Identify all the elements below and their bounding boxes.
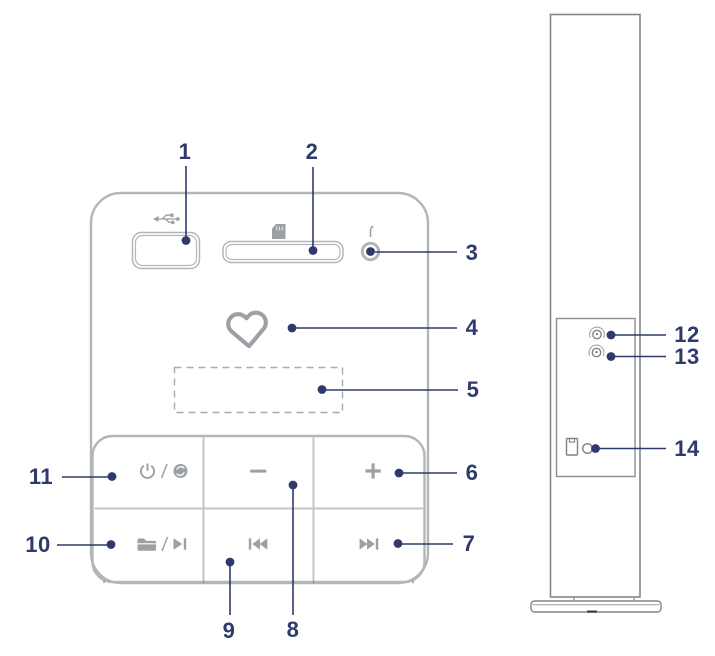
slash-divider — [160, 463, 168, 479]
callout-label-6: 6 — [465, 460, 479, 485]
volume-down-button — [250, 469, 267, 473]
callout-label-1: 1 — [178, 139, 192, 164]
callout-label-9: 9 — [222, 618, 236, 643]
callout-label-10: 10 — [25, 532, 51, 557]
aux-plug-icon — [369, 225, 374, 237]
next-track-button — [359, 538, 379, 550]
folder-play-button — [136, 536, 187, 552]
next-track-icon — [359, 538, 379, 550]
callout-label-13: 13 — [674, 344, 700, 369]
keypad — [91, 434, 426, 584]
power-icon — [139, 463, 156, 479]
usb-port — [131, 231, 201, 270]
callout-label-7: 7 — [462, 531, 476, 556]
previous-track-button — [248, 538, 268, 550]
volume-up-button — [365, 463, 381, 479]
callout-label-11: 11 — [28, 464, 54, 489]
usb-icon — [153, 213, 180, 225]
callout-label-12: 12 — [674, 322, 700, 347]
tower-body — [549, 13, 641, 598]
power-inlet — [565, 437, 594, 456]
heart-logo-icon — [226, 310, 268, 349]
front-panel-view — [89, 191, 430, 585]
plus-icon — [365, 463, 381, 479]
play-next-icon — [173, 538, 187, 550]
folder-icon — [136, 538, 157, 551]
display-area — [173, 366, 344, 414]
sd-card-slot — [222, 240, 344, 264]
callout-label-3: 3 — [465, 240, 479, 265]
callout-label-2: 2 — [305, 139, 319, 164]
side-jack-upper — [589, 326, 605, 340]
power-mode-button — [139, 463, 188, 479]
side-connector-panel — [555, 317, 636, 478]
slash-divider — [161, 536, 169, 552]
side-tower-view — [530, 13, 662, 613]
tower-base — [530, 597, 662, 613]
sd-card-icon — [272, 224, 286, 239]
minus-icon — [250, 469, 267, 473]
callout-label-8: 8 — [286, 617, 300, 642]
side-jack-lower — [588, 344, 605, 358]
callout-label-14: 14 — [674, 436, 700, 461]
callout-label-4: 4 — [465, 315, 479, 340]
previous-track-icon — [248, 538, 268, 550]
callout-label-5: 5 — [466, 377, 480, 402]
callout-lines — [57, 166, 666, 615]
mode-icon — [173, 464, 188, 478]
